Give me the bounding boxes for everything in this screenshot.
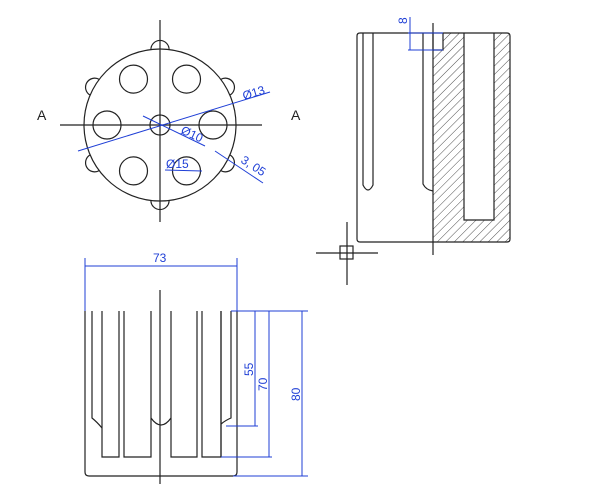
short-slot-center (150, 417, 172, 426)
hole (118, 156, 149, 186)
slot-2 (123, 311, 152, 458)
edge-notch (220, 154, 236, 173)
dim-center-hole: Ø10 (179, 123, 206, 145)
hole (118, 64, 149, 94)
dim-slot-long: 70 (256, 377, 270, 391)
dim-depth: 8 (396, 17, 410, 24)
slot-middle (422, 33, 434, 192)
section-view: 8 (356, 17, 511, 255)
dim-outer-diameter: Ø13 (241, 83, 267, 103)
dim-hole: Ø15 (166, 157, 189, 171)
slot-4 (201, 311, 222, 458)
short-slot-left (91, 311, 103, 429)
inner-pocket (463, 33, 495, 221)
short-slot-right (220, 311, 232, 425)
hatched-section (433, 33, 510, 242)
dim-notch: 3, 05 (238, 153, 268, 179)
front-outline (84, 311, 238, 477)
slot-left (362, 33, 374, 191)
dim-line-outer (77, 91, 271, 152)
slot-3 (170, 311, 198, 458)
top-recess (432, 33, 444, 51)
edge-notch (84, 77, 100, 96)
top-view: A A Ø13 Ø10 Ø15 3, 05 (37, 20, 301, 222)
dim-line-notch (214, 150, 264, 184)
front-view: 73 55 70 80 (84, 251, 308, 484)
section-label-right: A (291, 107, 301, 123)
section-outline (356, 32, 511, 243)
edge-notches (84, 39, 236, 211)
dim-width: 73 (153, 251, 167, 265)
crosshair-cursor-icon (316, 222, 378, 285)
section-label-left: A (37, 107, 47, 123)
slot-1 (101, 311, 120, 458)
edge-notch (220, 77, 236, 96)
dim-height: 80 (289, 387, 303, 401)
edge-notch (84, 154, 100, 173)
hole (171, 64, 202, 94)
dim-line-center (142, 115, 206, 147)
dim-slot-short: 55 (242, 362, 256, 376)
dim-line-hole (164, 169, 203, 172)
